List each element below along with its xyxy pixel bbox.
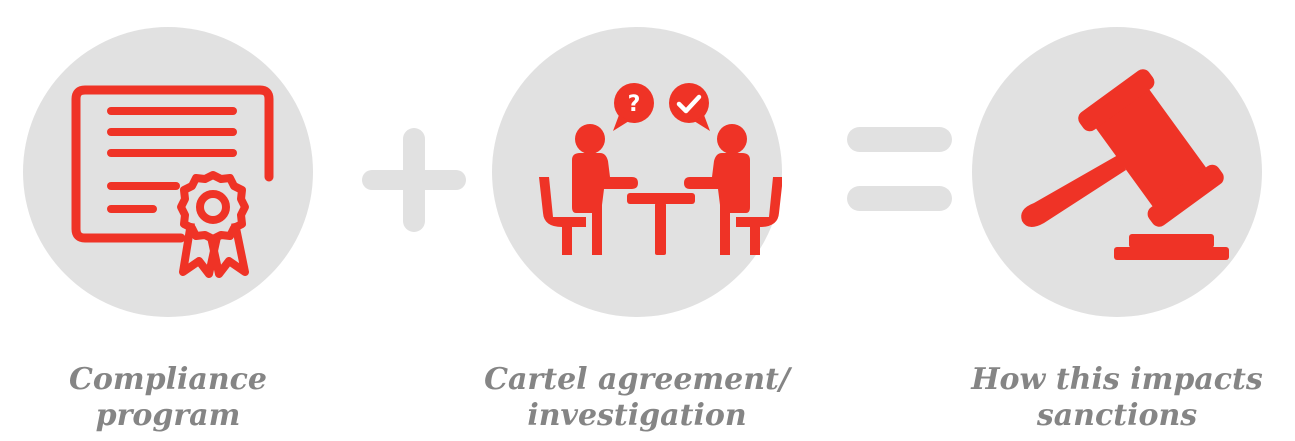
caption-sanctions-impact: How this impacts sanctions — [952, 362, 1282, 434]
caption-line: program — [95, 398, 241, 433]
caption-line: Compliance — [68, 362, 267, 397]
step-circle-compliance — [23, 27, 313, 317]
svg-text:?: ? — [628, 92, 641, 117]
equals-bottom-bar — [847, 186, 952, 211]
gavel-icon — [1021, 69, 1229, 260]
equals-top-bar — [847, 127, 952, 152]
caption-line: investigation — [527, 398, 747, 433]
meeting-discussion-icon: ? — [539, 83, 782, 255]
caption-cartel-agreement: Cartel agreement/ investigation — [472, 362, 802, 434]
step-circle-cartel: ? — [492, 27, 782, 317]
plus-vertical-bar — [403, 128, 425, 232]
caption-compliance-program: Compliance program — [3, 362, 333, 434]
caption-line: Cartel agreement/ — [484, 362, 790, 397]
step-circle-sanctions — [972, 27, 1262, 317]
caption-line: How this impacts — [971, 362, 1263, 397]
caption-line: sanctions — [1036, 398, 1198, 433]
certificate-icon — [71, 85, 274, 278]
